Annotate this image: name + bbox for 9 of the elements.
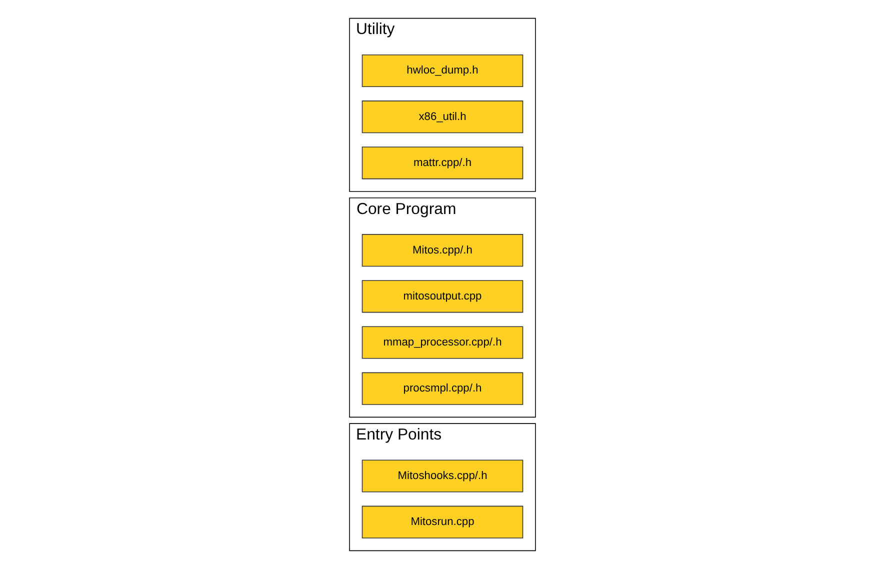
node-box: hwloc_dump.h [361,54,523,88]
node-box: Mitosrun.cpp [361,506,523,538]
node-box: mattr.cpp/.h [361,146,523,180]
node-box: mitosoutput.cpp [361,280,523,313]
node-box: Mitoshooks.cpp/.h [361,460,523,492]
node-box: mmap_processor.cpp/.h [361,326,523,359]
node-box: procsmpl.cpp/.h [361,372,523,405]
node-box: Mitos.cpp/.h [361,234,523,267]
node-box: x86_util.h [361,100,523,134]
